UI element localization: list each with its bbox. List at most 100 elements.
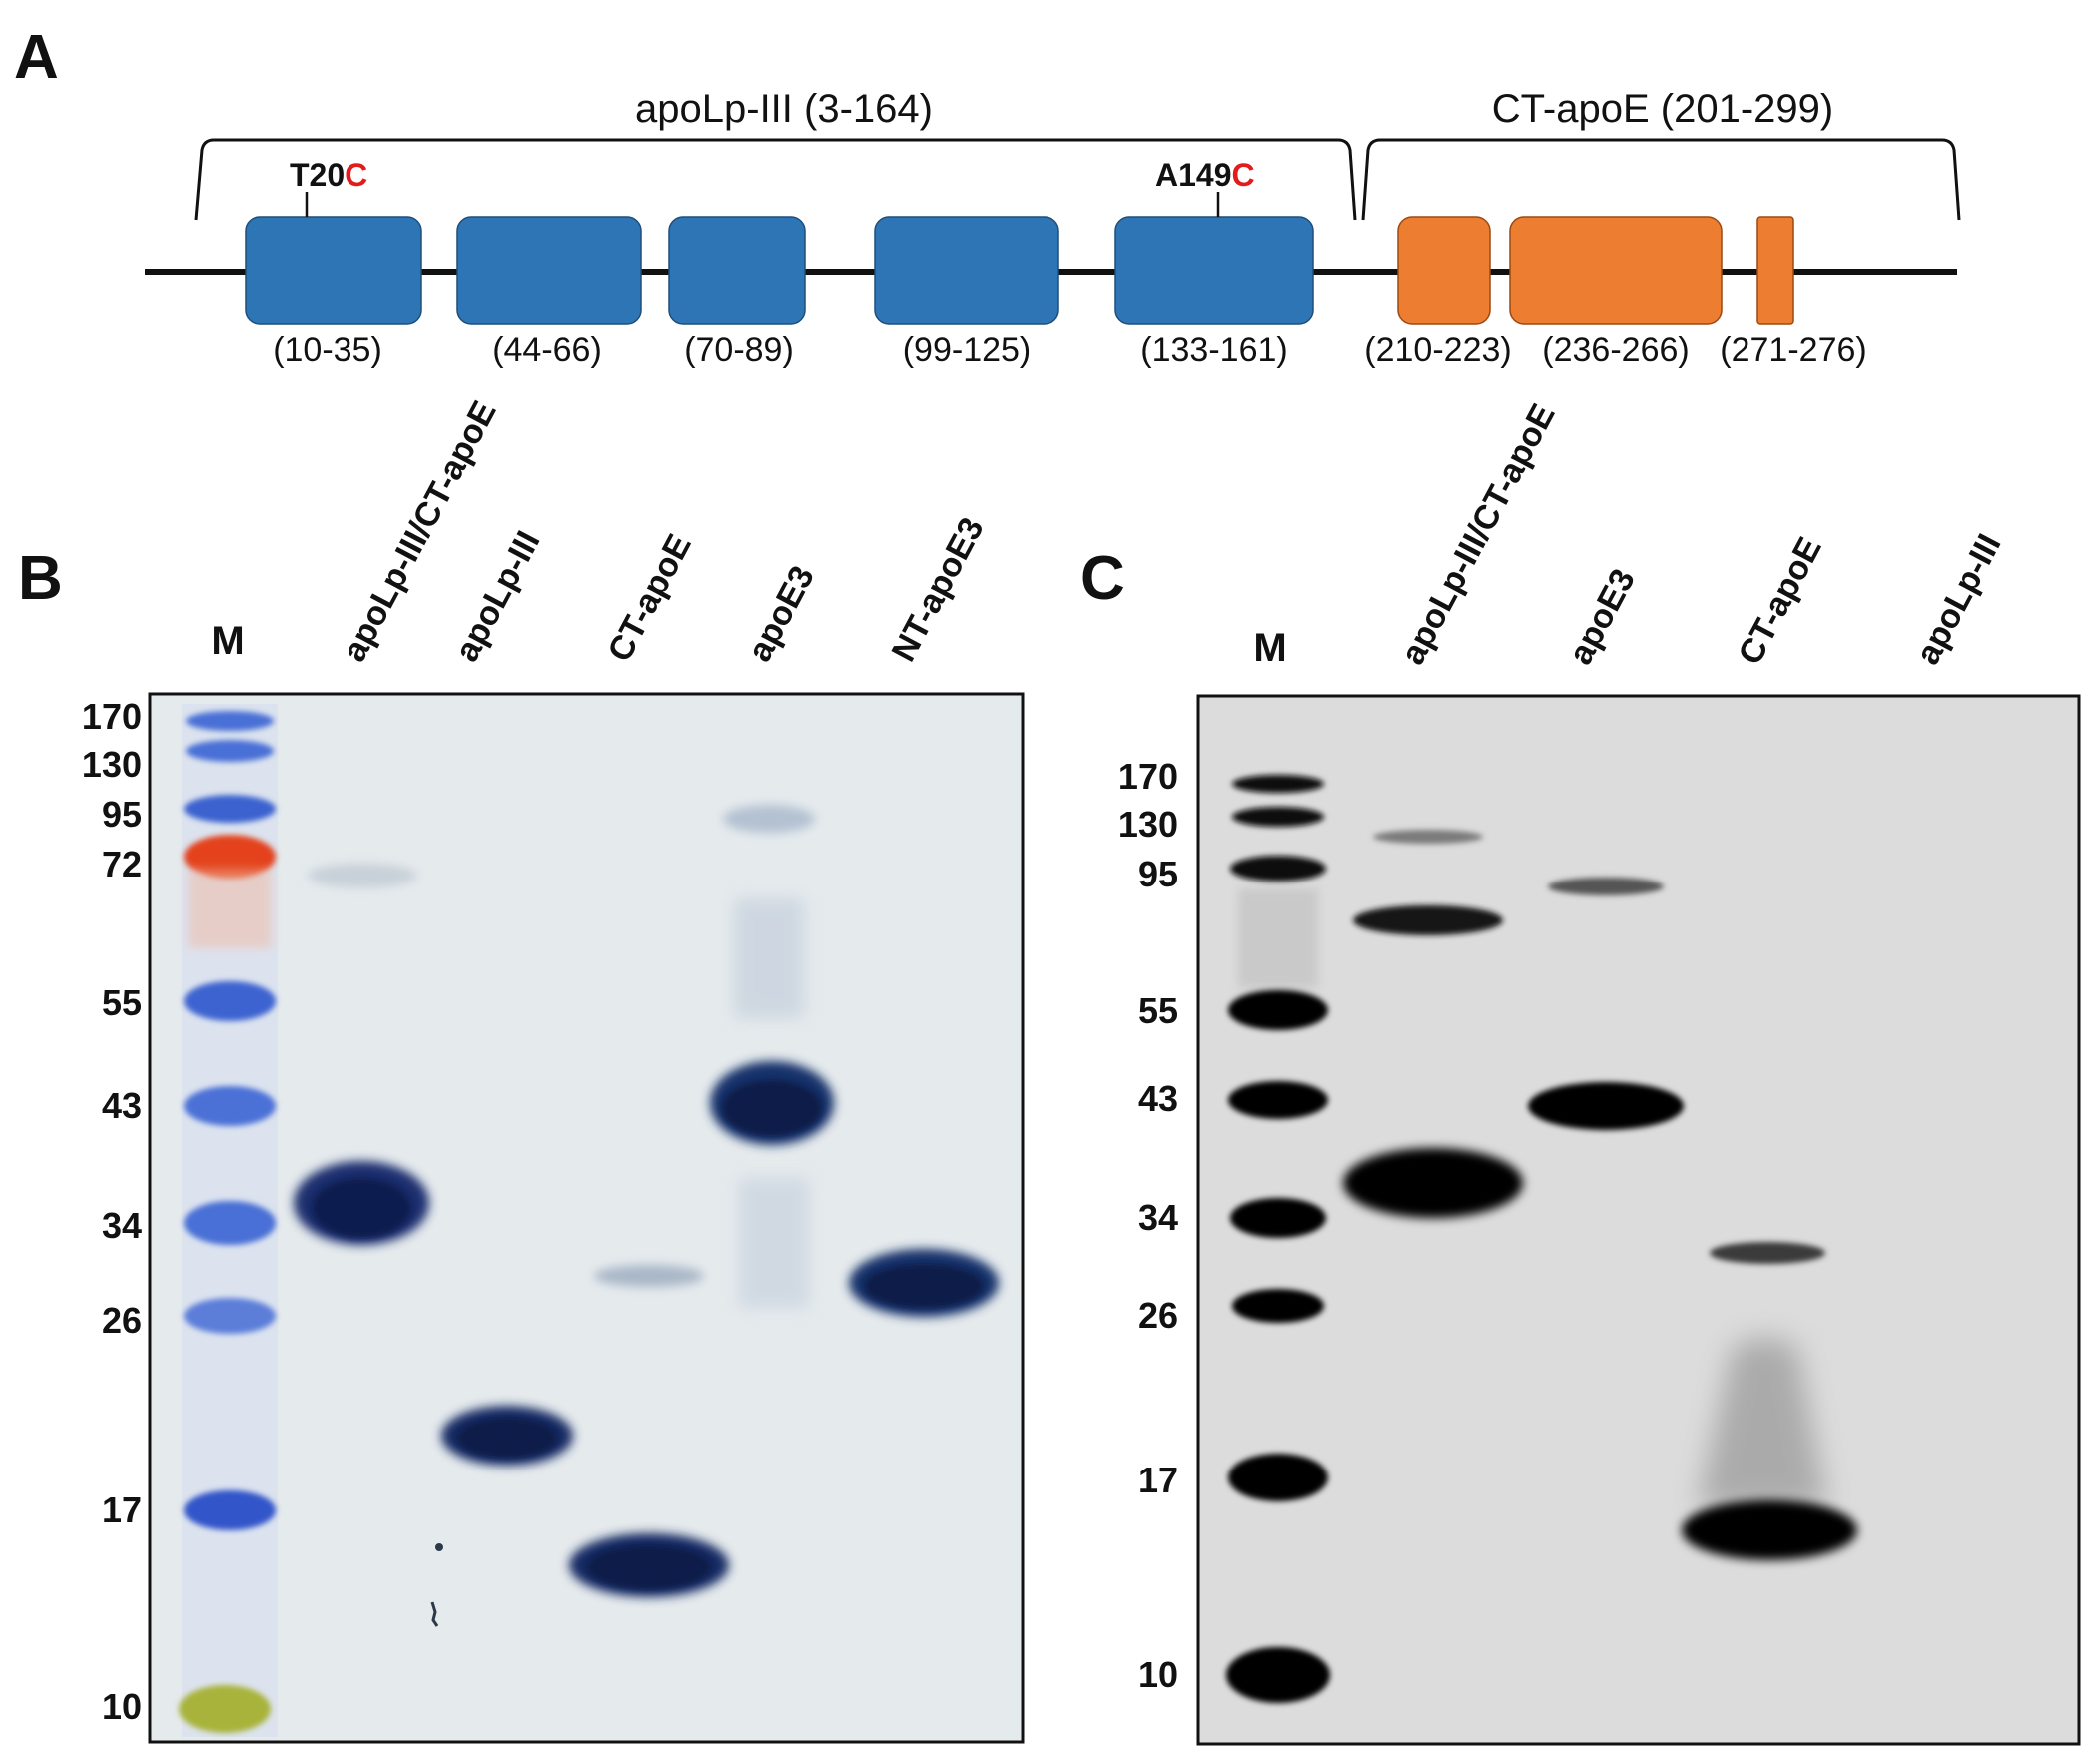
apolp-helix-3 [668,216,806,325]
blot-band [1373,830,1483,844]
ladder-band-170b [186,740,274,762]
panel-b-mw-label: 10 [102,1686,142,1727]
panel-c-mw-label: 170 [1118,756,1178,797]
panel-c-lane-label: apoLp-III [1909,528,2009,671]
blot-band [1548,878,1664,895]
panel-c-bands [1343,830,1857,1560]
range-label: (236-266) [1542,331,1689,369]
apolp-bracket [194,138,1357,221]
ctapoe-helix-1 [1397,216,1491,325]
panel-b-mw-label: 43 [102,1085,142,1126]
gel-band [594,1265,704,1287]
panel-b-lane-label: apoE3 [741,560,822,668]
panel-c-marker-lane-label: M [1253,626,1286,670]
panel-b-marker-lane-label: M [211,619,244,663]
panel-b-mw-label: 34 [102,1205,142,1246]
range-label: (271-276) [1720,331,1866,369]
range-label: (44-66) [492,331,602,369]
panel-b-mw-label: 130 [82,744,142,785]
ladder-orange-smear [188,869,272,948]
blot-ladder-smear [1238,888,1318,988]
ctapoe-region-label: CT-apoE (201-299) [1492,87,1833,131]
panel-b-lane-label: NT-apoE3 [885,511,992,667]
panel-b-mw-label: 26 [102,1300,142,1341]
blot-ladder-band [1228,1454,1328,1501]
panel-c: C M apoLp-III/CT-apoE apoE3 CT-apoE apoL… [1080,398,2081,1746]
panel-a: A apoLp-III (3-164) CT-apoE (201-299) T2… [14,23,1961,369]
gel-smear [739,1178,809,1308]
panel-c-mw-label: 43 [1138,1078,1178,1119]
ladder-band-55 [184,981,276,1021]
mutation-1-label: T20C [290,157,367,193]
panel-b-mw-label: 95 [102,794,142,835]
panel-c-mw-label: 130 [1118,804,1178,845]
apolp-region-label: apoLp-III (3-164) [635,87,933,131]
apolp-helix-5 [1114,216,1314,325]
panel-b-bands [294,805,999,1627]
panel-a-letter: A [14,23,59,92]
panel-b-ladder [179,704,278,1737]
panel-b-mw-label: 17 [102,1489,142,1530]
panel-c-mw-label: 10 [1138,1654,1178,1695]
panel-c-lane-label: apoLp-III/CT-apoE [1394,398,1563,671]
blot-ladder-band [1232,775,1324,793]
range-label: (210-223) [1364,331,1511,369]
ladder-band-10 [179,1685,271,1733]
ladder-band-34 [184,1201,276,1245]
ladder-band-43 [184,1086,276,1126]
range-label: (133-161) [1140,331,1287,369]
range-label: (70-89) [684,331,794,369]
ladder-band-72 [184,835,276,879]
panel-c-mw-label: 95 [1138,854,1178,894]
apolp-helix-4 [874,216,1059,325]
ladder-band-170 [186,711,274,731]
blot-ladder-band [1232,1289,1324,1323]
gel-artifact [435,1543,443,1551]
blot-ladder-band [1228,990,1328,1030]
ctapoe-helix-2 [1509,216,1723,325]
mutation-2-label: A149C [1155,157,1255,193]
range-label: (10-35) [273,331,382,369]
apolp-helix-2 [456,216,642,325]
panel-b-mw-label: 170 [82,696,142,737]
gel-band [864,1264,984,1308]
panel-c-lane-label: apoE3 [1562,563,1643,671]
panel-b-lane-label: CT-apoE [601,528,699,668]
blot-band [1710,1242,1825,1264]
blot-ladder-band [1230,1198,1326,1238]
panel-c-mw-label: 26 [1138,1295,1178,1336]
panel-c-letter: C [1080,544,1125,613]
panel-c-mw-label: 34 [1138,1197,1178,1238]
ladder-band-17 [184,1490,276,1530]
panel-b-mw-label: 55 [102,982,142,1023]
blot-band [1343,1148,1523,1218]
gel-band [723,805,815,833]
blot-band [1682,1500,1857,1560]
panel-c-ladder [1226,775,1330,1703]
gel-smear [734,898,804,1018]
apolp-helix-1 [245,216,422,325]
range-label: (99-125) [903,331,1032,369]
ladder-band-26 [184,1298,276,1334]
panel-c-lane-label: CT-apoE [1732,531,1829,671]
blot-ladder-band [1228,1081,1328,1119]
blot-ladder-band [1232,807,1324,827]
panel-b: B M apoLp-III/CT-apoE apoLp-III CT-apoE … [18,395,1025,1744]
gel-band [457,1418,557,1458]
ladder-band-95 [184,795,276,823]
blot-ladder-band [1230,856,1326,882]
blot-band [1353,905,1503,935]
gel-band [308,864,417,887]
blot-ladder-band [1226,1647,1330,1703]
panel-b-mw-label: 72 [102,844,142,884]
gel-band [722,1080,822,1136]
panel-c-mw-label: 17 [1138,1460,1178,1500]
gel-artifact [430,1601,439,1627]
ctapoe-bracket [1361,138,1961,221]
ctapoe-helix-3 [1756,216,1794,325]
gel-band [587,1545,711,1589]
panel-b-lane-label: apoLp-III [448,525,548,668]
panel-c-blot [1196,694,2081,1746]
gel-band [312,1178,411,1238]
